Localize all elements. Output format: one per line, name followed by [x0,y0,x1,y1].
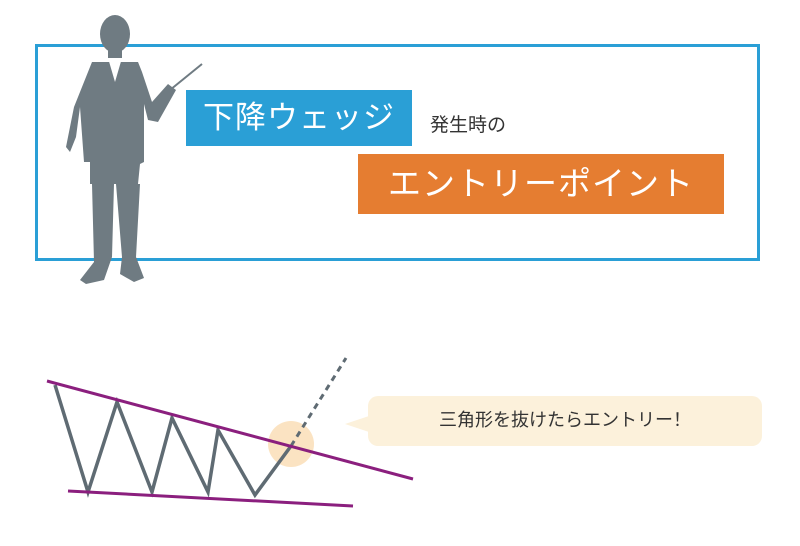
callout-tail [345,416,369,432]
upper-trendline [46,379,414,481]
callout-bubble: 三角形を抜けたらエントリー！ [368,396,762,446]
lower-trendline [67,489,354,508]
presenter-silhouette-icon [66,15,203,284]
falling-wedge-diagram [46,357,414,508]
title-suffix: 発生時の [430,114,507,136]
price-line [53,384,293,499]
breakout-projection [289,357,348,447]
title-highlight: 下降ウェッジ [186,90,412,146]
subtitle-banner: エントリーポイント [358,154,724,214]
header-frame [35,44,760,261]
